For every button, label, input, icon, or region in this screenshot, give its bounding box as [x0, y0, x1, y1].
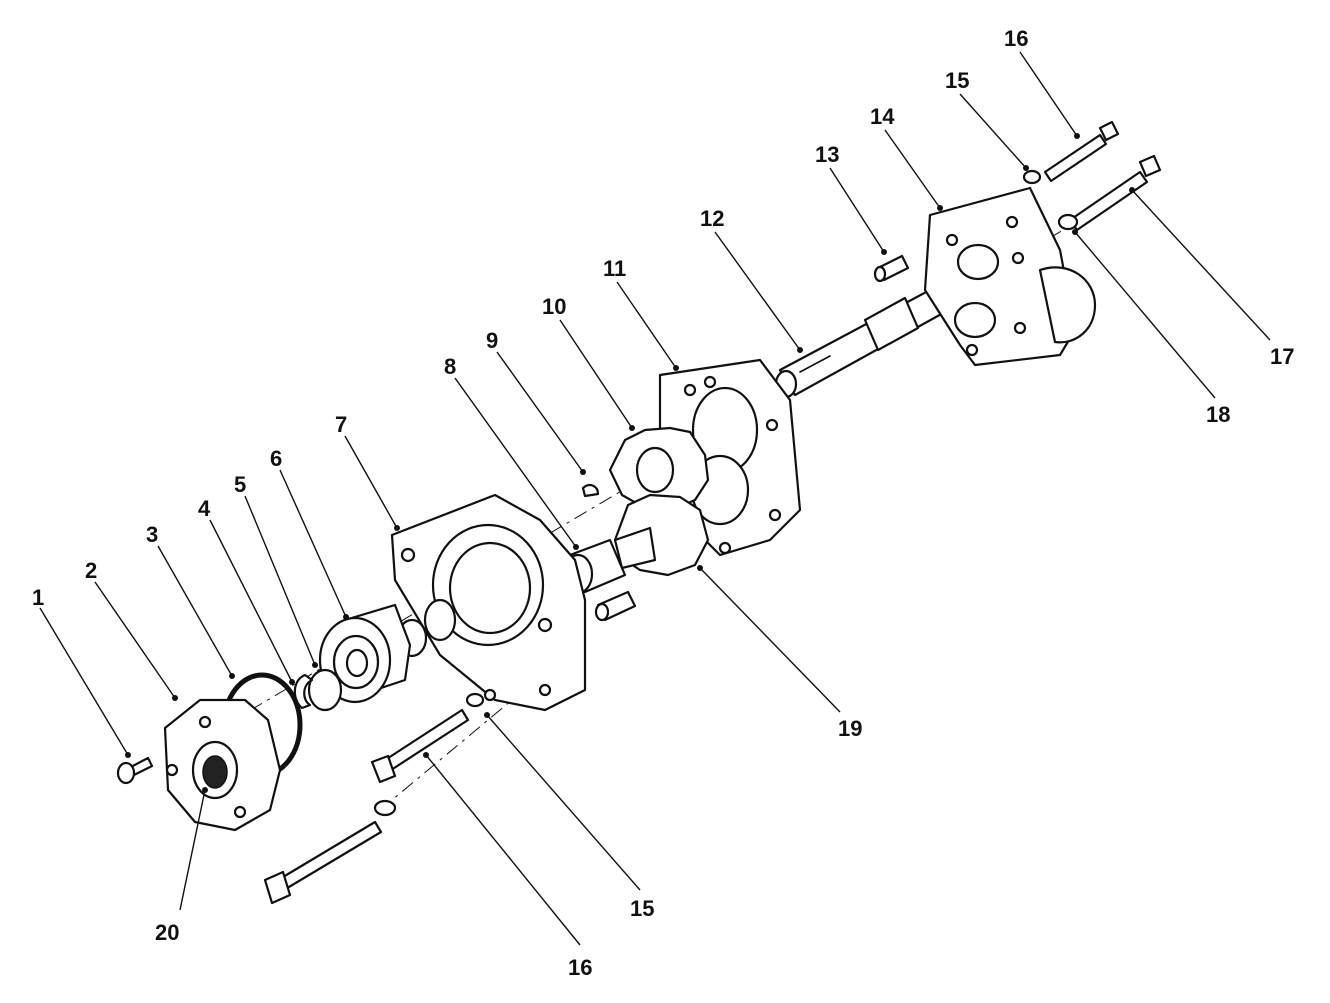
retaining-ring [307, 668, 343, 712]
callout-4: 4 [198, 496, 211, 521]
washer-lower-middle [465, 692, 485, 708]
dowel-pin-lower [594, 590, 637, 622]
bolt-lower-long [263, 820, 383, 905]
callout-labels: 1 2 3 4 5 6 7 8 9 10 11 12 13 14 15 16 1… [32, 26, 1294, 980]
cap-screw [116, 756, 154, 785]
dowel-pin-upper [873, 254, 910, 283]
ball-bearing [318, 603, 412, 704]
gear-lower [613, 493, 710, 577]
center-body [658, 358, 802, 557]
callout-15-lower: 15 [630, 896, 654, 921]
callout-3: 3 [146, 522, 158, 547]
callout-20: 20 [155, 920, 179, 945]
callout-15-upper: 15 [945, 68, 969, 93]
washer-upper-15 [1022, 169, 1042, 185]
drive-shaft [774, 288, 947, 399]
callout-5: 5 [234, 472, 246, 497]
callout-1: 1 [32, 585, 44, 610]
callout-16-lower: 16 [568, 955, 592, 980]
bolt-upper-16 [1043, 120, 1120, 183]
washer-upper-18 [1057, 213, 1079, 231]
callout-18: 18 [1206, 402, 1230, 427]
callout-10: 10 [542, 294, 566, 319]
callout-19: 19 [838, 716, 862, 741]
snap-ring-inner [423, 598, 457, 642]
leader-lines [39, 51, 1271, 946]
callout-14: 14 [870, 104, 895, 129]
key [581, 484, 600, 498]
callout-13: 13 [815, 142, 839, 167]
callout-16-upper: 16 [1004, 26, 1028, 51]
callout-11: 11 [603, 256, 626, 281]
callout-12: 12 [700, 206, 724, 231]
callout-7: 7 [335, 412, 347, 437]
callout-17: 17 [1270, 344, 1294, 369]
gear-upper [608, 426, 710, 512]
callout-2: 2 [85, 558, 97, 583]
front-housing [390, 493, 587, 712]
rear-cover [923, 186, 1097, 367]
callout-6: 6 [270, 446, 282, 471]
flange-cover [163, 698, 282, 832]
callout-9: 9 [486, 328, 498, 353]
washer-lower [373, 799, 397, 817]
bolt-lower-middle [370, 708, 470, 784]
callout-8: 8 [444, 354, 456, 379]
bolt-upper-17 [1068, 154, 1162, 232]
